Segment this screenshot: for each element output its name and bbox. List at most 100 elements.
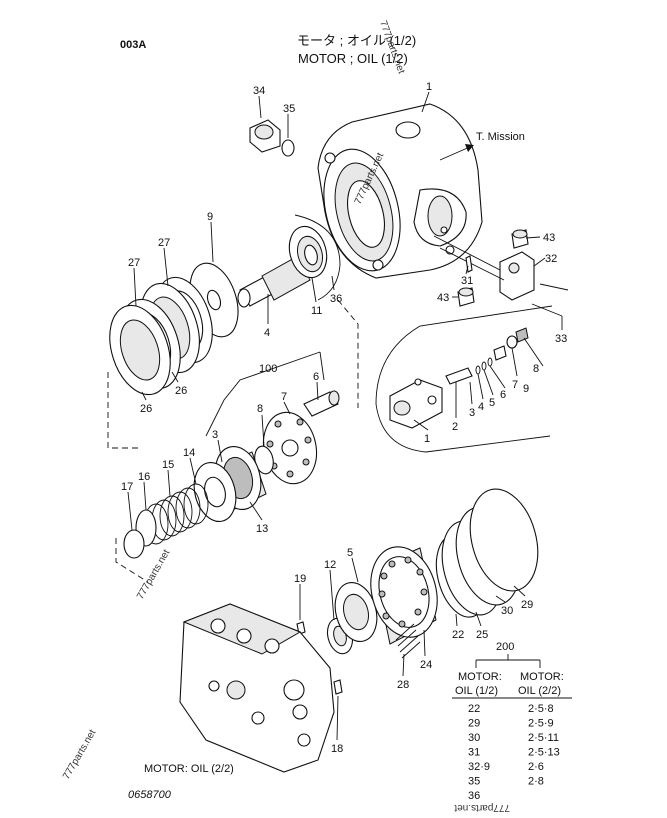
callout-22: 22: [452, 629, 464, 641]
callout-28: 28: [397, 679, 409, 691]
bolt-33a: [539, 283, 569, 291]
fitting-32: [433, 235, 535, 301]
callout-25: 25: [476, 629, 488, 641]
callout-4: 4: [264, 327, 270, 339]
callout-14: 14: [183, 447, 195, 459]
callout-5: 5: [347, 547, 353, 559]
pin-6: [303, 390, 340, 417]
callout-6b: 6: [500, 389, 506, 401]
t-mission-arrowhead: [465, 144, 474, 152]
callout-1b: 1: [424, 433, 430, 445]
watermark-bottom-left: 777parts.net: [61, 728, 98, 782]
bolt-33b: [531, 303, 563, 317]
callout-labels: 1 34 35 9 27 27 4 11 36 26 26 43 32 31 4…: [121, 81, 567, 755]
watermark-bottom-right: 777parts.net: [454, 802, 510, 813]
callout-leaders: [127, 91, 563, 741]
table-col2-line2: OIL (2/2): [518, 685, 561, 697]
table-cell-ref: 2·5·11: [528, 732, 559, 744]
callout-33: 33: [555, 333, 567, 345]
watermark-left: 777parts.net: [135, 548, 172, 602]
callout-27b: 27: [128, 257, 140, 269]
friction-plates-26: [109, 298, 181, 396]
piston-12: [326, 617, 354, 655]
valve-detail-outline: [375, 305, 553, 453]
table-cell-ref: 2·5·9: [528, 718, 554, 730]
callout-26b: 26: [175, 385, 187, 397]
bearing-11: [288, 225, 328, 279]
callout-32: 32: [545, 253, 557, 265]
snap-ring-17: [123, 529, 145, 559]
seal-29: [469, 488, 539, 592]
bracket-100: [205, 351, 321, 437]
table-cell-ref: 2·5·13: [528, 747, 560, 759]
table-cell-part: 30: [468, 732, 480, 744]
table-cell-ref: 2·6: [528, 761, 544, 773]
pin-18: [333, 679, 343, 695]
table-col1-line2: OIL (1/2): [455, 685, 498, 697]
callout-8b: 8: [533, 363, 539, 375]
diagram-code: 003A: [120, 39, 146, 51]
callout-7b: 7: [512, 379, 518, 391]
callout-19: 19: [294, 573, 306, 585]
table-cell-part: 29: [468, 718, 480, 730]
spring-28: [395, 623, 421, 659]
table-cell-part: 22: [468, 703, 480, 715]
replacement-table: 200 MOTOR: OIL (1/2) MOTOR: OIL (2/2) 22…: [452, 641, 572, 802]
callout-12: 12: [324, 559, 336, 571]
callout-8: 8: [257, 403, 263, 415]
callout-31: 31: [461, 275, 473, 287]
callout-30: 30: [501, 605, 513, 617]
callout-36: 36: [330, 293, 342, 305]
callout-24: 24: [420, 659, 432, 671]
table-group-200: 200: [496, 641, 514, 653]
table-cell-part: 31: [468, 747, 480, 759]
callout-15: 15: [162, 459, 174, 471]
table-col2-line1: MOTOR:: [520, 671, 564, 683]
callout-1: 1: [426, 81, 432, 93]
callout-3: 3: [212, 429, 218, 441]
spring-14-15: [143, 483, 209, 545]
o-ring-35: [281, 139, 295, 157]
gear-3: [193, 446, 267, 522]
callout-9b: 9: [523, 383, 529, 395]
callout-13: 13: [256, 523, 268, 535]
callout-5b: 5: [489, 397, 495, 409]
callout-17: 17: [121, 481, 133, 493]
callout-18: 18: [331, 743, 343, 755]
leader-dash-center: [337, 299, 359, 408]
valve-block-1: [389, 378, 443, 429]
title-english: MOTOR ; OIL (1/2): [298, 51, 408, 66]
base-block: [179, 603, 335, 773]
snap-ring-36: [294, 214, 341, 301]
valve-small-parts: [445, 327, 529, 385]
callout-100: 100: [259, 363, 277, 375]
t-mission-label: T. Mission: [476, 131, 525, 143]
callout-27a: 27: [158, 237, 170, 249]
table-col1-line1: MOTOR:: [458, 671, 502, 683]
cap-43-bottom: [457, 287, 475, 307]
callout-43a: 43: [543, 232, 555, 244]
leader-dash-lower: [115, 538, 149, 583]
table-cell-ref: 2·5·8: [528, 703, 554, 715]
table-cell-part: 35: [468, 776, 480, 788]
callout-26a: 26: [140, 403, 152, 415]
title-japanese: モータ ; オイル (1/2): [297, 33, 416, 48]
cap-43-top: [511, 229, 529, 249]
callout-3b: 3: [469, 407, 475, 419]
callout-29: 29: [521, 599, 533, 611]
callout-11: 11: [311, 305, 322, 317]
callout-7: 7: [281, 391, 287, 403]
plug-34: [249, 119, 281, 153]
table-cell-ref: 2·8: [528, 776, 544, 788]
callout-6: 6: [313, 371, 319, 383]
motor-housing: [317, 103, 483, 279]
callout-35: 35: [283, 103, 295, 115]
callout-2: 2: [452, 421, 458, 433]
callout-34: 34: [253, 85, 265, 97]
table-cell-part: 36: [468, 790, 480, 802]
callout-4b: 4: [478, 401, 484, 413]
motor-oil-2-2-label: MOTOR: OIL (2/2): [144, 763, 234, 775]
